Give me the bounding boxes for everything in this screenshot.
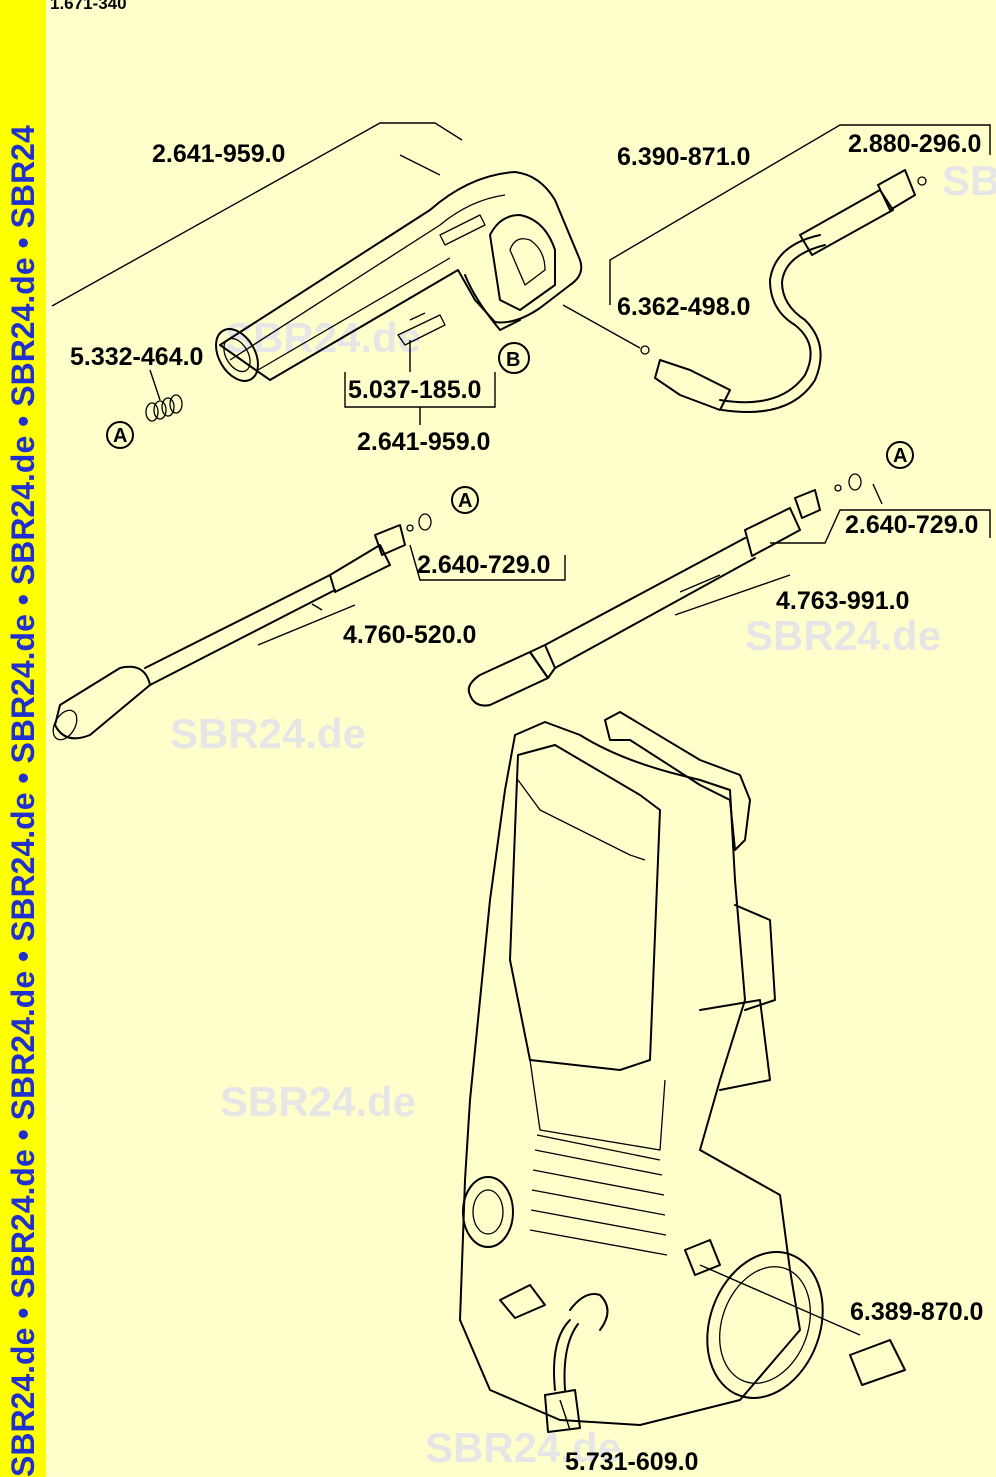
watermark: SBR24.de bbox=[225, 314, 421, 361]
part-label-lock-clip: 5.037-185.0 bbox=[348, 376, 481, 404]
dirt-blaster-drawing bbox=[467, 473, 862, 707]
callout-marker-a: A bbox=[451, 486, 479, 514]
callout-marker-a: A bbox=[886, 441, 914, 469]
part-label-nozzle-oring-right: 2.640-729.0 bbox=[845, 511, 978, 539]
marker-letter: A bbox=[458, 490, 472, 512]
hose-drawing bbox=[640, 169, 927, 413]
part-label-water-connector: 6.389-870.0 bbox=[850, 1298, 983, 1326]
marker-letter: B bbox=[506, 349, 520, 371]
part-label-nozzle-oring-left: 2.640-729.0 bbox=[417, 551, 550, 579]
part-label-trigger-gun-set: 2.641-959.0 bbox=[357, 428, 490, 456]
part-label-hose: 6.390-871.0 bbox=[617, 143, 750, 171]
watermark: SBR24.de bbox=[170, 710, 366, 757]
leader-lines bbox=[51, 122, 991, 1431]
spring-drawing bbox=[145, 394, 183, 422]
pressure-washer-body-drawing bbox=[459, 711, 906, 1433]
vario-lance-drawing bbox=[52, 513, 432, 741]
callout-marker-a: A bbox=[106, 421, 134, 449]
part-label-trigger-gun: 2.641-959.0 bbox=[152, 140, 285, 168]
part-label-spring-insert: 5.332-464.0 bbox=[70, 343, 203, 371]
sidebar-watermark-strip: SBR24.de • SBR24.de • SBR24.de • SBR24.d… bbox=[0, 0, 46, 1477]
part-label-hose-oring-a: 2.880-296.0 bbox=[848, 130, 981, 158]
watermark: SB bbox=[942, 157, 996, 204]
callout-marker-b: B bbox=[498, 342, 530, 374]
trigger-gun-drawing bbox=[215, 171, 583, 382]
part-label-suction-filter: 5.731-609.0 bbox=[565, 1448, 698, 1476]
part-label-vario-lance: 4.760-520.0 bbox=[343, 621, 476, 649]
watermark: SBR24.de bbox=[425, 1424, 621, 1471]
part-label-dirt-blaster: 4.763-991.0 bbox=[776, 587, 909, 615]
watermark: SBR24.de bbox=[745, 612, 941, 659]
part-label-hose-oring-b: 6.362-498.0 bbox=[617, 293, 750, 321]
document-number: 1.671-340 bbox=[50, 0, 127, 13]
watermark: SBR24.de bbox=[220, 1078, 416, 1125]
marker-letter: A bbox=[113, 425, 127, 447]
marker-letter: A bbox=[893, 445, 907, 467]
